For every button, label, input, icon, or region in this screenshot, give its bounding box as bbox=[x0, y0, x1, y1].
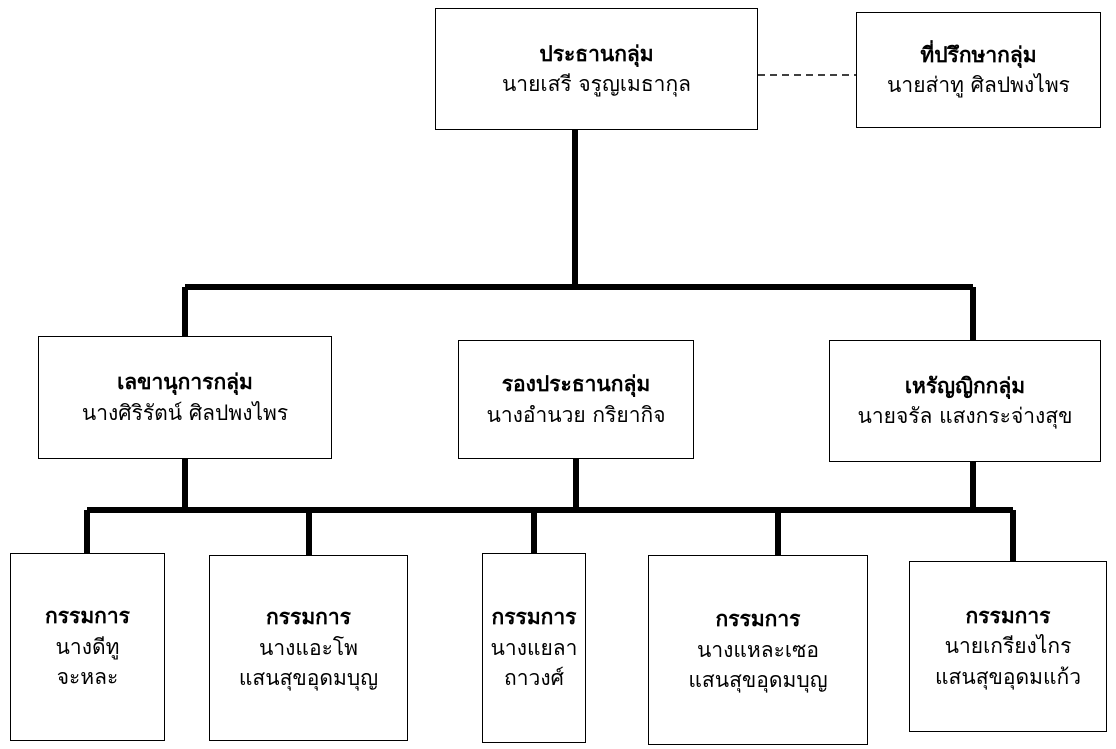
member-name-line2: แสนสุขอุดมแก้ว bbox=[934, 664, 1081, 689]
member-name-line2: ถาวงศ์ bbox=[504, 666, 564, 691]
member-role: กรรมการ bbox=[266, 604, 351, 630]
member-role: กรรมการ bbox=[45, 603, 130, 629]
treasurer-box: เหรัญญิกกลุ่ม นายจรัล แสงกระจ่างสุข bbox=[829, 340, 1101, 462]
member-box-4: กรรมการ นางแหละเซอ แสนสุขอุดมบุญ bbox=[648, 555, 868, 745]
member-name-line2: จะหละ bbox=[56, 665, 119, 690]
member-box-1: กรรมการ นางดีทู จะหละ bbox=[10, 553, 165, 741]
chair-role: ประธานกลุ่ม bbox=[539, 40, 654, 66]
vice-chair-box: รองประธานกลุ่ม นางอำนวย กริยากิจ bbox=[458, 340, 694, 459]
treasurer-role: เหรัญญิกกลุ่ม bbox=[904, 372, 1026, 398]
member-box-3: กรรมการ นางแยลา ถาวงศ์ bbox=[482, 553, 586, 743]
secretary-role: เลขานุการกลุ่ม bbox=[117, 369, 253, 395]
member-name-line2: แสนสุขอุดมบุญ bbox=[238, 666, 379, 691]
secretary-box: เลขานุการกลุ่ม นางศิริรัตน์ ศิลปพงไพร bbox=[38, 336, 332, 459]
chair-box: ประธานกลุ่ม นายเสรี จรูญเมธากุล bbox=[435, 8, 758, 130]
member-role: กรรมการ bbox=[965, 602, 1051, 628]
vice-chair-name: นางอำนวย กริยากิจ bbox=[486, 402, 666, 427]
member-role: กรรมการ bbox=[491, 604, 577, 630]
member-name-line1: นายเกรียงไกร bbox=[944, 634, 1072, 659]
member-name-line1: นางแยลา bbox=[490, 635, 578, 660]
member-name-line1: นางแหละเซอ bbox=[697, 637, 819, 662]
member-name-line1: นางแอะโพ bbox=[259, 635, 358, 660]
chair-name: นายเสรี จรูญเมธากุล bbox=[501, 72, 692, 96]
member-box-5: กรรมการ นายเกรียงไกร แสนสุขอุดมแก้ว bbox=[909, 561, 1107, 732]
member-role: กรรมการ bbox=[715, 606, 801, 632]
member-name-line2: แสนสุขอุดมบุญ bbox=[688, 668, 828, 693]
advisor-box: ที่ปรึกษากลุ่ม นายส่าทู ศิลปพงไพร bbox=[856, 12, 1101, 128]
advisor-name: นายส่าทู ศิลปพงไพร bbox=[887, 73, 1070, 97]
member-box-2: กรรมการ นางแอะโพ แสนสุขอุดมบุญ bbox=[209, 555, 408, 741]
vice-chair-role: รองประธานกลุ่ม bbox=[501, 371, 651, 397]
secretary-name: นางศิริรัตน์ ศิลปพงไพร bbox=[81, 400, 289, 425]
member-name-line1: นางดีทู bbox=[55, 634, 120, 659]
advisor-role: ที่ปรึกษากลุ่ม bbox=[920, 41, 1037, 67]
treasurer-name: นายจรัล แสงกระจ่างสุข bbox=[857, 404, 1073, 428]
